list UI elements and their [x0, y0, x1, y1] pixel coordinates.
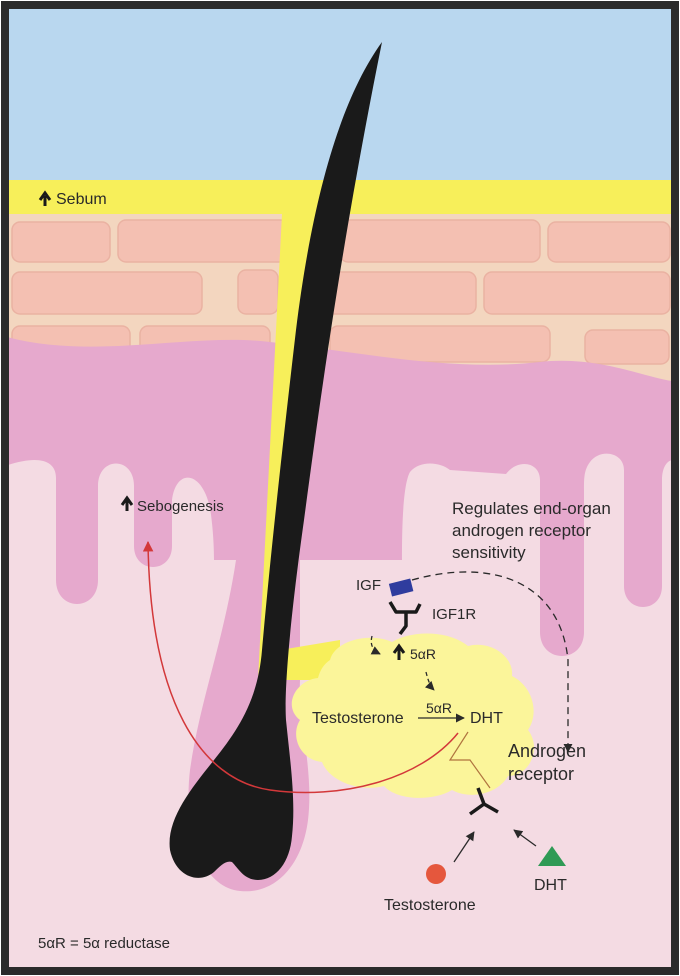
igf-label: IGF [356, 577, 381, 594]
androgen-receptor-line-1: Androgen [508, 741, 586, 761]
five-ar-up-label: 5αR [410, 646, 436, 662]
dht-outer-label: DHT [534, 877, 567, 894]
footnote: 5αR = 5α reductase [38, 935, 170, 952]
sebogenesis-label-group: Sebogenesis [122, 498, 224, 515]
regulates-text-line-2: androgen receptor [452, 521, 591, 540]
testosterone-outer-label: Testosterone [384, 897, 476, 914]
testosterone-molecule [426, 864, 446, 884]
dht-inner-label: DHT [470, 710, 503, 727]
regulates-text-line-1: Regulates end-organ [452, 499, 611, 518]
regulates-text-line-3: sensitivity [452, 543, 526, 562]
sebogenesis-label: Sebogenesis [137, 498, 224, 515]
five-ar-arrow-label: 5αR [426, 700, 452, 716]
igf1r-label: IGF1R [432, 606, 476, 623]
androgen-receptor-line-2: receptor [508, 764, 574, 784]
testosterone-inner-label: Testosterone [312, 710, 404, 727]
sebum-label: Sebum [56, 191, 107, 208]
